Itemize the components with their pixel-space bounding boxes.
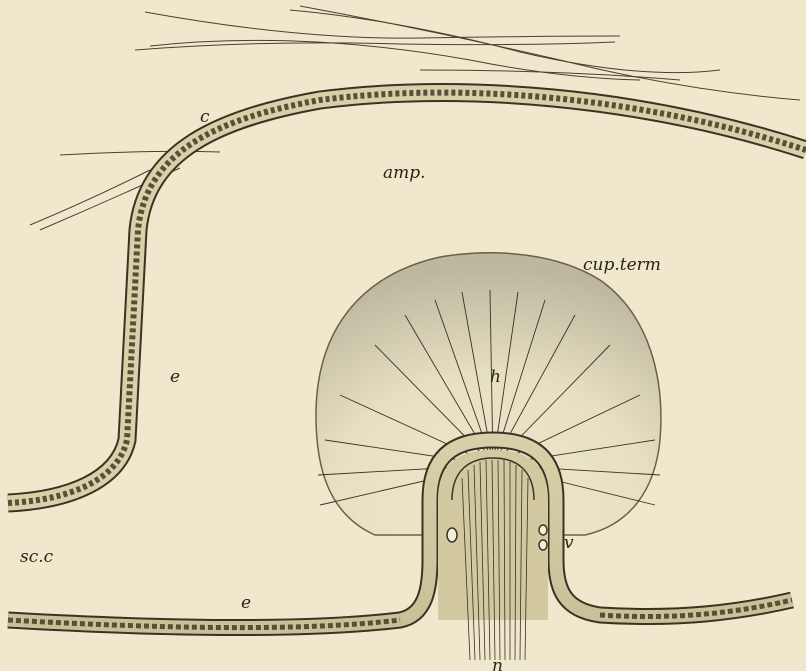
label-h: h (490, 367, 501, 387)
label-scc: sc.c (20, 547, 54, 567)
label-e-floor: e (241, 593, 251, 613)
label-v: v (564, 533, 574, 553)
label-e-wall: e (170, 367, 180, 387)
label-amp: amp. (383, 163, 426, 183)
label-cup-term: cup.term (583, 255, 661, 275)
label-c: c (200, 107, 210, 127)
label-n: n (492, 656, 503, 671)
